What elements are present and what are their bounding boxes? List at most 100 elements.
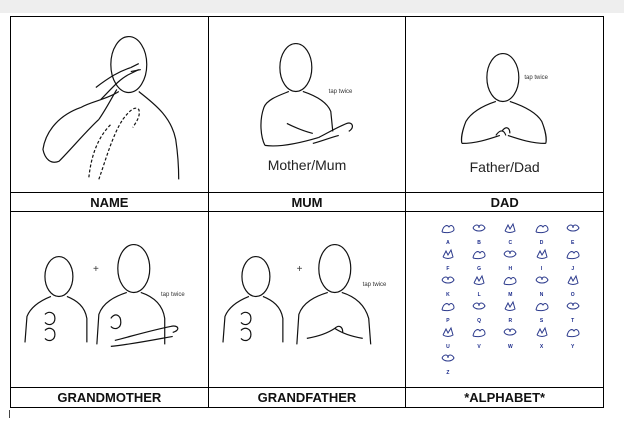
hand-sign-icon bbox=[566, 224, 580, 232]
dad-sign-drawing bbox=[461, 52, 548, 145]
alphabet-letter: Z bbox=[446, 370, 450, 377]
alphabet-sign-x: X bbox=[526, 324, 557, 350]
grandmother-sign-drawing bbox=[24, 244, 179, 348]
alphabet-sign-u: U bbox=[432, 324, 463, 350]
alphabet-sign-w: W bbox=[495, 324, 526, 350]
alphabet-sign-o: O bbox=[557, 272, 588, 298]
alphabet-sign-b: B bbox=[464, 220, 495, 246]
grandmother-sign-picture: + tap twice bbox=[10, 211, 209, 389]
alphabet-letter: K bbox=[446, 292, 450, 299]
grandmother-tap-note: tap twice bbox=[161, 292, 185, 299]
alphabet-letter: M bbox=[508, 292, 513, 299]
hand-sign-icon bbox=[566, 302, 580, 310]
hand-sign-icon bbox=[441, 303, 455, 312]
hand-sign-icon bbox=[441, 354, 455, 362]
alphabet-sign-t: T bbox=[557, 298, 588, 324]
mum-tap-note: tap twice bbox=[328, 89, 353, 95]
name-label: NAME bbox=[10, 191, 209, 213]
alphabet-grid: A B C D E F G H I J K L M N O P Q R S T U V W X Y Z bbox=[432, 220, 588, 376]
alphabet-sign-k: K bbox=[432, 272, 463, 298]
alphabet-letter: S bbox=[539, 318, 544, 325]
alphabet-sign-p: P bbox=[432, 298, 463, 324]
alphabet-sign-j: J bbox=[557, 246, 588, 272]
alphabet-sign-q: Q bbox=[464, 298, 495, 324]
alphabet-sign-i: I bbox=[526, 246, 557, 272]
alphabet-letter: N bbox=[539, 292, 544, 299]
alphabet-letter: V bbox=[477, 344, 481, 351]
alphabet-letter: Q bbox=[477, 318, 482, 325]
grandfather-tap-note: tap twice bbox=[362, 282, 387, 289]
hand-sign-icon bbox=[566, 329, 580, 338]
mum-sign-picture: tap twice Mother/Mum bbox=[207, 16, 407, 193]
alphabet-sign-d: D bbox=[526, 220, 557, 246]
alphabet-sign-z: Z bbox=[432, 350, 463, 376]
hand-sign-icon bbox=[536, 327, 548, 338]
alphabet-letter: L bbox=[477, 292, 481, 299]
hand-sign-icon bbox=[503, 250, 517, 258]
hand-sign-icon bbox=[503, 328, 517, 336]
alphabet-letter: X bbox=[539, 344, 544, 351]
grandfather-label: GRANDFATHER bbox=[207, 387, 407, 408]
hand-sign-icon bbox=[472, 251, 486, 260]
grandfather-plus: + bbox=[296, 264, 303, 276]
dad-label: DAD bbox=[405, 191, 604, 213]
alphabet-sign-a: A bbox=[432, 220, 463, 246]
alphabet-letter: T bbox=[571, 318, 575, 325]
mum-label: MUM bbox=[207, 191, 407, 213]
grandmother-plus: + bbox=[93, 264, 99, 276]
grandfather-sign-drawing bbox=[222, 244, 371, 345]
alphabet-sign-m: M bbox=[495, 272, 526, 298]
grandfather-sign-picture: + tap twice bbox=[207, 211, 407, 389]
mum-sign-drawing bbox=[260, 42, 353, 147]
alphabet-letter: U bbox=[446, 344, 450, 351]
hand-sign-icon bbox=[472, 224, 486, 232]
alphabet-sign-g: G bbox=[464, 246, 495, 272]
alphabet-letter: E bbox=[571, 240, 575, 247]
alphabet-sign-f: F bbox=[432, 246, 463, 272]
hand-sign-icon bbox=[472, 329, 486, 338]
alphabet-letter: H bbox=[508, 266, 513, 273]
hand-sign-icon bbox=[536, 249, 548, 260]
hand-sign-icon bbox=[473, 275, 485, 286]
alphabet-letter: F bbox=[446, 266, 450, 273]
alphabet-letter: J bbox=[571, 266, 575, 273]
alphabet-letter: A bbox=[446, 240, 450, 247]
text-cursor bbox=[9, 410, 10, 418]
alphabet-sign-e: E bbox=[557, 220, 588, 246]
alphabet-sign-v: V bbox=[464, 324, 495, 350]
alphabet-sign-h: H bbox=[495, 246, 526, 272]
alphabet-letter: D bbox=[539, 240, 544, 247]
hand-sign-icon bbox=[535, 303, 549, 312]
hand-sign-icon bbox=[441, 276, 455, 284]
name-sign-drawing bbox=[42, 35, 180, 180]
window-top-strip bbox=[0, 0, 624, 13]
alphabet-picture: A B C D E F G H I J K L M N O P Q R S T U V W X Y Z bbox=[405, 211, 604, 389]
alphabet-label: *ALPHABET* bbox=[405, 387, 604, 408]
hand-sign-icon bbox=[472, 302, 486, 310]
alphabet-letter: R bbox=[508, 318, 513, 325]
dad-sign-picture: tap twice Father/Dad bbox=[405, 16, 604, 193]
alphabet-letter: I bbox=[540, 266, 543, 273]
alphabet-sign-l: L bbox=[464, 272, 495, 298]
alphabet-letter: C bbox=[508, 240, 513, 247]
sign-language-table: tap twice Mother/Mum tap twice Father/Da… bbox=[10, 16, 604, 408]
alphabet-letter: W bbox=[507, 344, 513, 351]
mum-caption: Mother/Mum bbox=[267, 157, 347, 173]
dad-caption: Father/Dad bbox=[469, 159, 540, 175]
hand-sign-icon bbox=[567, 275, 579, 286]
alphabet-letter: G bbox=[477, 266, 482, 273]
hand-sign-icon bbox=[535, 276, 549, 284]
alphabet-sign-n: N bbox=[526, 272, 557, 298]
dad-tap-note: tap twice bbox=[524, 75, 548, 81]
hand-sign-icon bbox=[504, 301, 516, 312]
hand-sign-icon bbox=[504, 223, 516, 234]
alphabet-letter: Y bbox=[571, 344, 575, 351]
hand-sign-icon bbox=[442, 327, 454, 338]
alphabet-sign-y: Y bbox=[557, 324, 588, 350]
hand-sign-icon bbox=[503, 277, 517, 286]
alphabet-sign-r: R bbox=[495, 298, 526, 324]
name-sign-picture bbox=[10, 16, 209, 193]
alphabet-sign-s: S bbox=[526, 298, 557, 324]
hand-sign-icon bbox=[566, 251, 580, 260]
alphabet-letter: B bbox=[477, 240, 481, 247]
